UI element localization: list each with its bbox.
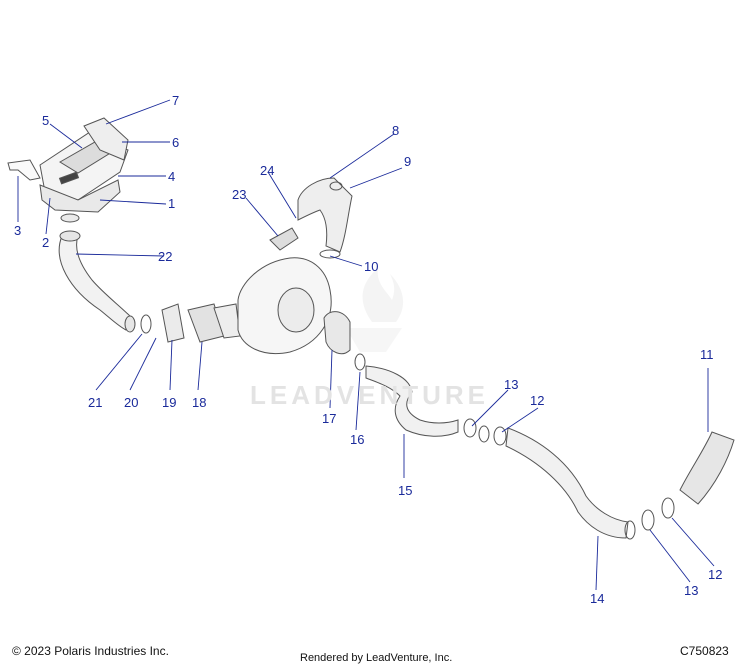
callout-9[interactable]: 9 — [404, 154, 412, 169]
callout-1[interactable]: 1 — [168, 196, 176, 211]
callout-14[interactable]: 14 — [590, 591, 605, 606]
pipe-14 — [505, 427, 629, 539]
callout-24[interactable]: 24 — [260, 163, 275, 178]
parts — [7, 117, 735, 540]
boot-17 — [323, 311, 351, 355]
hose-22 — [58, 235, 133, 331]
callout-13a[interactable]: 13 — [504, 377, 519, 392]
callout-4[interactable]: 4 — [168, 169, 176, 184]
callout-11[interactable]: 11 — [700, 347, 714, 362]
bracket-3 — [7, 159, 41, 181]
callout-2[interactable]: 2 — [42, 235, 50, 250]
outlet-11 — [679, 431, 735, 505]
callout-15[interactable]: 15 — [398, 483, 413, 498]
callout-3[interactable]: 3 — [14, 223, 22, 238]
callout-22[interactable]: 22 — [158, 249, 173, 264]
rendered-by-text: Rendered by LeadVenture, Inc. — [300, 652, 453, 664]
callout-12a[interactable]: 12 — [530, 393, 545, 408]
pipe-15 — [365, 365, 459, 437]
callout-12b[interactable]: 12 — [708, 567, 723, 582]
callout-10[interactable]: 10 — [364, 259, 379, 274]
callout-17[interactable]: 17 — [322, 411, 337, 426]
callout-5[interactable]: 5 — [42, 113, 50, 128]
leader-lines — [17, 99, 715, 591]
callout-23[interactable]: 23 — [232, 187, 247, 202]
diagram-code: C750823 — [680, 644, 729, 658]
callout-19[interactable]: 19 — [162, 395, 177, 410]
callout-8[interactable]: 8 — [392, 123, 400, 138]
callout-6[interactable]: 6 — [172, 135, 180, 150]
airbox-base — [39, 179, 121, 213]
watermark-text: LEADVENTURE — [250, 380, 490, 410]
callout-18[interactable]: 18 — [192, 395, 207, 410]
flame-logo-icon — [346, 268, 404, 352]
copyright-text: © 2023 Polaris Industries Inc. — [12, 644, 169, 658]
duct-8 — [297, 177, 353, 253]
callout-20[interactable]: 20 — [124, 395, 139, 410]
airbox-cover — [83, 117, 129, 161]
callout-16[interactable]: 16 — [350, 432, 365, 447]
callout-7[interactable]: 7 — [172, 93, 180, 108]
callout-13b[interactable]: 13 — [684, 583, 699, 598]
callout-21[interactable]: 21 — [88, 395, 103, 410]
